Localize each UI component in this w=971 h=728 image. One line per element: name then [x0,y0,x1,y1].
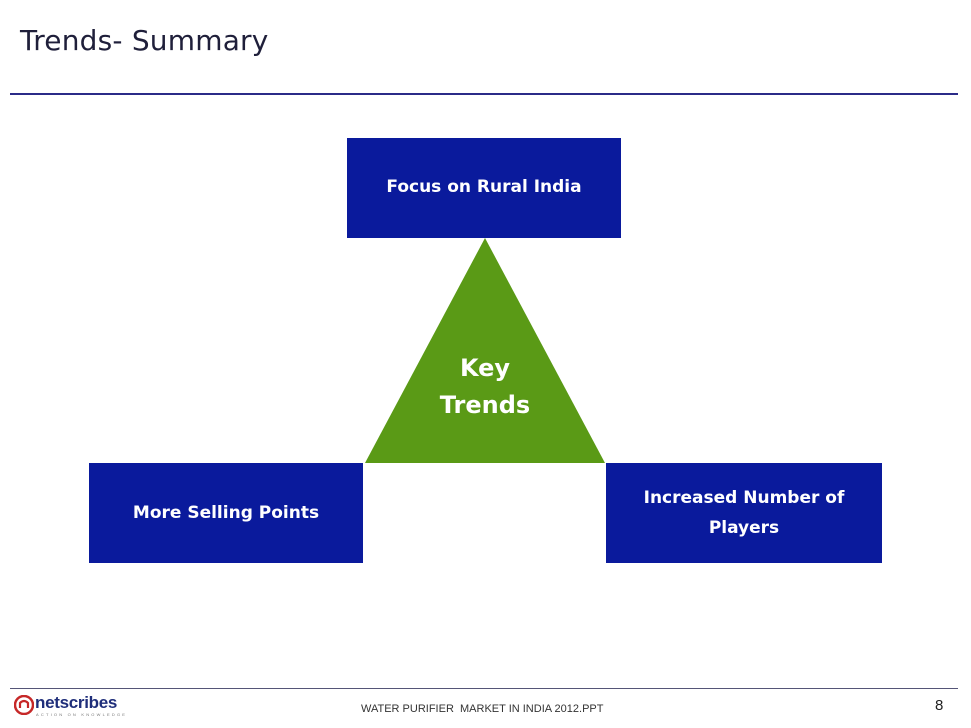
triangle-shape [365,238,605,463]
trend-box-rural-india: Focus on Rural India [347,138,621,238]
center-label: Key Trends [425,350,545,424]
page-number: 8 [935,697,944,714]
footer-document-title: WATER PURIFIER MARKET IN INDIA 2012.PPT [361,703,604,715]
center-label-line2: Trends [439,391,531,419]
logo-tagline: ACTION ON KNOWLEDGE [36,712,128,717]
netscribes-logo: netscribes ACTION ON KNOWLEDGE [14,690,132,720]
title-divider [10,93,958,95]
footer-divider [10,688,958,689]
trend-box-label: More Selling Points [132,503,320,523]
center-label-line1: Key [459,354,511,382]
slide-title: Trends- Summary [20,24,269,57]
logo-text: netscribes [35,693,118,712]
trend-box-label: Focus on Rural India [386,177,582,197]
logo-mark-icon [14,695,34,715]
trend-box-label-line1: Increased Number of [643,488,845,508]
trend-box-number-of-players: Increased Number of Players [606,463,882,563]
trend-box-label-line2: Players [708,518,780,538]
trend-box-selling-points: More Selling Points [89,463,363,563]
